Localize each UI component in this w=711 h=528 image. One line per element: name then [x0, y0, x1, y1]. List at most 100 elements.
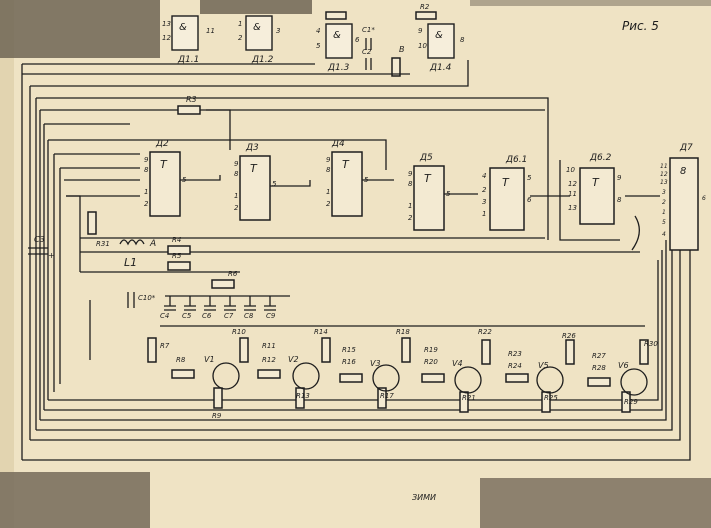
svg-text:10: 10	[566, 166, 575, 174]
svg-text:2: 2	[408, 214, 413, 222]
svg-text:R2: R2	[420, 3, 430, 11]
svg-text:1: 1	[144, 188, 148, 196]
gate-d1-1: & 13 12 11 Д1.1	[162, 15, 215, 65]
svg-text:5: 5	[662, 219, 666, 226]
svg-text:B: B	[399, 45, 405, 54]
svg-text:R6: R6	[228, 270, 238, 278]
svg-text:C3: C3	[34, 235, 45, 244]
svg-text:Д4: Д4	[331, 139, 345, 149]
svg-text:8: 8	[617, 196, 622, 204]
svg-text:11: 11	[206, 27, 215, 35]
svg-text:3: 3	[276, 27, 280, 35]
svg-text:C10*: C10*	[138, 294, 156, 302]
svg-text:&: &	[179, 22, 187, 33]
svg-text:10: 10	[418, 42, 427, 50]
svg-text:T: T	[502, 176, 510, 189]
svg-text:C2: C2	[362, 48, 372, 56]
svg-text:+: +	[48, 251, 55, 260]
top-passives: R2 C1* C2 B	[325, 3, 437, 77]
svg-text:4: 4	[316, 27, 320, 35]
svg-text:R15: R15	[342, 346, 356, 354]
svg-text:3: 3	[662, 189, 666, 196]
svg-text:8: 8	[144, 166, 149, 174]
svg-text:R9: R9	[212, 412, 222, 420]
svg-text:8: 8	[234, 170, 239, 178]
svg-text:1: 1	[482, 210, 486, 218]
svg-text:T: T	[424, 172, 432, 185]
svg-text:R8: R8	[176, 356, 186, 364]
flipflop-d3: T Д3 9 8 1 2 5	[234, 143, 277, 221]
svg-text:1: 1	[238, 20, 242, 28]
svg-text:C5: C5	[182, 312, 192, 320]
svg-text:2: 2	[326, 200, 331, 208]
svg-text:1: 1	[408, 202, 412, 210]
gate-d1-4: & 9 10 8 Д1.4	[418, 23, 465, 73]
svg-text:A: A	[149, 239, 156, 249]
svg-text:R25: R25	[544, 394, 558, 402]
svg-text:R16: R16	[342, 358, 356, 366]
svg-text:&: &	[253, 22, 261, 33]
middle-passives: R3 R31 L1 A R4 R5 R6 C3 + C10*	[28, 95, 238, 308]
svg-text:Д7: Д7	[679, 143, 693, 153]
svg-text:11: 11	[568, 190, 577, 198]
svg-text:V5: V5	[538, 361, 549, 370]
svg-text:T: T	[160, 158, 168, 171]
svg-text:2: 2	[238, 34, 243, 42]
svg-text:6: 6	[527, 196, 532, 204]
svg-text:&: &	[435, 30, 443, 41]
svg-text:Д5: Д5	[419, 153, 433, 163]
svg-text:2: 2	[234, 204, 239, 212]
svg-text:5: 5	[446, 190, 451, 198]
svg-text:C1*: C1*	[362, 26, 375, 34]
svg-text:C7: C7	[224, 312, 234, 320]
svg-text:5: 5	[316, 42, 321, 50]
page-fragment: Рис. 5	[622, 19, 659, 33]
svg-text:8: 8	[408, 180, 413, 188]
svg-text:C4: C4	[160, 312, 169, 320]
flipflop-d2: T Д2 9 8 1 2 5	[144, 139, 187, 217]
scan-shadow-bottom-left	[0, 472, 150, 528]
svg-text:1: 1	[326, 188, 330, 196]
svg-text:9: 9	[617, 174, 622, 182]
svg-text:Д3: Д3	[245, 143, 259, 153]
svg-text:T: T	[592, 176, 600, 189]
scan-shadow-bottom-right	[480, 478, 711, 528]
svg-text:V2: V2	[288, 355, 299, 364]
svg-text:6: 6	[702, 195, 706, 202]
svg-text:8: 8	[460, 36, 465, 44]
svg-text:V6: V6	[618, 361, 629, 370]
svg-text:2: 2	[662, 199, 666, 206]
svg-text:13: 13	[162, 20, 171, 28]
svg-text:T: T	[342, 158, 350, 171]
wiring	[21, 60, 691, 461]
svg-text:V3: V3	[370, 359, 381, 368]
svg-text:R27: R27	[592, 352, 606, 360]
svg-text:R13: R13	[296, 392, 310, 400]
svg-text:9: 9	[234, 160, 239, 168]
svg-text:R31: R31	[96, 240, 110, 248]
svg-text:R26: R26	[562, 332, 576, 340]
svg-text:C6: C6	[202, 312, 212, 320]
svg-text:11: 11	[660, 163, 668, 170]
svg-text:1: 1	[662, 209, 666, 216]
svg-text:9: 9	[418, 27, 423, 35]
svg-text:R7: R7	[160, 342, 170, 350]
svg-text:T: T	[250, 162, 258, 175]
svg-text:R22: R22	[478, 328, 492, 336]
svg-text:8: 8	[326, 166, 331, 174]
svg-text:V4: V4	[452, 359, 463, 368]
svg-text:9: 9	[144, 156, 149, 164]
svg-text:12: 12	[660, 171, 668, 178]
svg-text:5: 5	[272, 180, 277, 188]
svg-text:Д6.2: Д6.2	[589, 153, 612, 163]
svg-text:R29: R29	[624, 398, 638, 406]
svg-text:Д2: Д2	[155, 139, 169, 149]
svg-text:&: &	[333, 30, 341, 41]
svg-text:9: 9	[408, 170, 413, 178]
svg-text:R5: R5	[172, 252, 182, 260]
svg-text:8: 8	[680, 166, 686, 177]
svg-text:V1: V1	[204, 355, 215, 364]
svg-text:C9: C9	[266, 312, 276, 320]
